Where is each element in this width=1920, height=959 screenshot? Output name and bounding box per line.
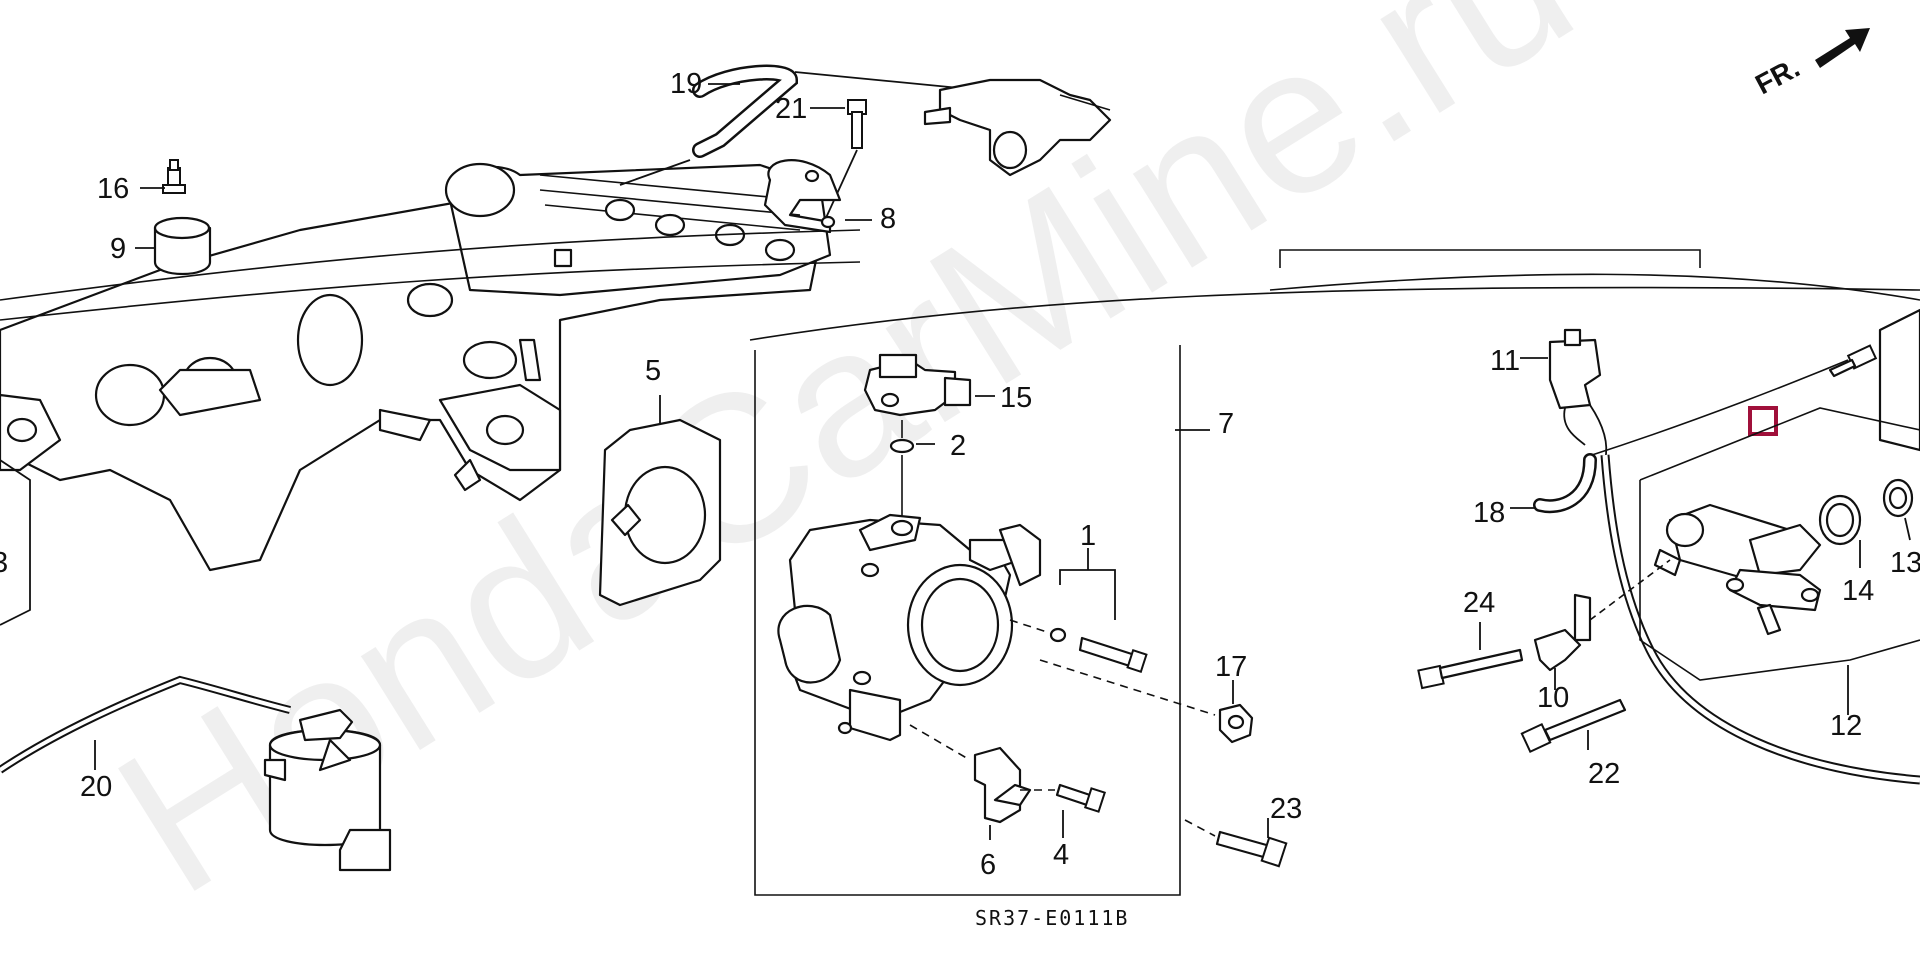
throttle-body-frame <box>754 345 1181 896</box>
part-3-bracket-line <box>0 459 31 626</box>
callout-14: 14 <box>1842 575 1874 607</box>
callout-21: 21 <box>775 93 807 125</box>
part-12-valve <box>1653 503 1822 636</box>
part-8-bracket <box>763 159 842 234</box>
part-19-hose <box>619 64 981 186</box>
part-12-outline-top <box>1639 407 1920 481</box>
part-14-o-ring <box>1818 494 1862 568</box>
callout-24: 24 <box>1463 587 1495 619</box>
callout-13: 13 <box>1890 547 1920 579</box>
part-24-bolt <box>1417 622 1524 690</box>
callout-10: 10 <box>1537 682 1569 714</box>
callout-11: 11 <box>1490 345 1520 377</box>
part-code: SR37-E0111B <box>975 906 1129 930</box>
part-6-bracket <box>909 724 1032 840</box>
callout-1: 1 <box>1080 520 1096 552</box>
callout-5: 5 <box>645 355 661 387</box>
callout-19: 19 <box>670 68 702 100</box>
part-4-bolt <box>1020 783 1107 838</box>
callout-17: 17 <box>1215 651 1247 683</box>
part-2-o-ring <box>889 420 935 520</box>
part-21-bolt <box>824 99 867 221</box>
front-direction-arrow-icon <box>1815 28 1870 68</box>
callout-8: 8 <box>880 203 896 235</box>
upper-right-bolt <box>1828 308 1920 452</box>
callout-4: 4 <box>1053 839 1069 871</box>
section-bracket <box>1279 249 1701 268</box>
ground-wire <box>1591 359 1849 456</box>
callout-22: 22 <box>1588 758 1620 790</box>
part-22-bolt <box>1520 698 1627 754</box>
part-10-clamp <box>1533 559 1671 690</box>
part-16-bolt <box>162 159 186 194</box>
callout-3: 3 <box>0 547 8 579</box>
callout-18: 18 <box>1473 497 1505 529</box>
callout-2: 2 <box>950 430 966 462</box>
callout-labels: 1 2 3 4 5 6 7 8 9 10 11 12 13 14 15 16 1… <box>0 68 1920 881</box>
callout-7: 7 <box>1218 408 1234 440</box>
part-20-hose-and-tank <box>0 675 392 872</box>
callout-16: 16 <box>97 173 129 205</box>
intake-manifold-drawing <box>0 162 861 572</box>
throttle-body-drawing <box>777 513 1042 742</box>
highlight-marker <box>1748 406 1778 436</box>
callout-12: 12 <box>1830 710 1862 742</box>
part-9-cap <box>153 216 212 276</box>
part-5-gasket <box>598 395 722 607</box>
part-12-outline-bottom <box>1639 480 1920 681</box>
callout-23: 23 <box>1270 793 1302 825</box>
callout-6: 6 <box>980 849 996 881</box>
part-18-hose <box>1533 453 1597 514</box>
part-15-sensor <box>863 353 995 417</box>
section-divider-right <box>1269 273 1920 301</box>
part-13-seal <box>1882 478 1914 541</box>
part-1-screw <box>1009 548 1148 673</box>
callout-15: 15 <box>1000 382 1032 414</box>
callout-20: 20 <box>80 771 112 803</box>
part-11-connector <box>1548 328 1608 461</box>
callout-leader-ticks <box>135 83 1548 509</box>
part-17-nut <box>1039 659 1254 744</box>
callout-9: 9 <box>110 233 126 265</box>
fuel-rail-end-drawing <box>923 78 1112 177</box>
direction-label: FR. <box>1750 52 1804 101</box>
part-23-bolt <box>1184 818 1288 868</box>
section-divider <box>749 286 1920 341</box>
